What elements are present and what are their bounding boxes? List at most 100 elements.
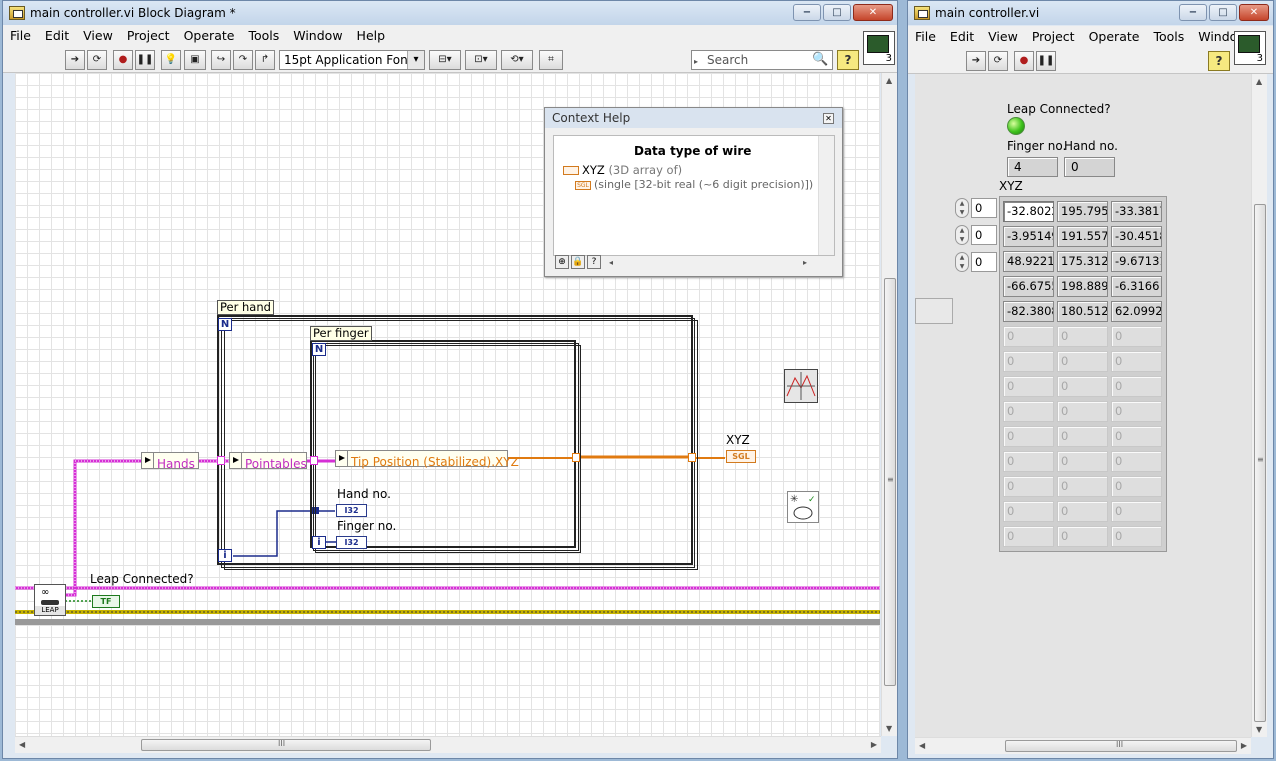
xyz-empty-cell: 0 — [1111, 351, 1162, 372]
scroll-up-icon[interactable]: ▲ — [1256, 77, 1263, 86]
menu-project[interactable]: Project — [126, 28, 170, 43]
detailed-help-icon[interactable]: ? — [587, 255, 601, 269]
vertical-scroll-thumb[interactable]: ≡ — [884, 278, 896, 686]
menu-file[interactable]: File — [915, 29, 936, 44]
per-finger-for-loop[interactable] — [310, 340, 576, 548]
highlight-execution-icon[interactable]: 💡 — [161, 50, 181, 70]
connector-pane-icon[interactable]: 3 — [1234, 31, 1266, 65]
step-over-icon[interactable]: ↷ — [233, 50, 253, 70]
maximize-button[interactable]: □ — [823, 4, 851, 21]
menu-file[interactable]: File — [10, 28, 31, 43]
maximize-button[interactable]: □ — [1209, 4, 1237, 21]
scroll-right-icon[interactable]: ▸ — [803, 258, 808, 267]
outer-output-tunnel[interactable] — [688, 453, 696, 462]
menu-operate[interactable]: Operate — [183, 28, 235, 43]
xyz-empty-cell: 0 — [1057, 476, 1108, 497]
xyz-index-page[interactable]: ▲▼0 — [955, 198, 997, 218]
finger-count-terminal[interactable]: N — [312, 343, 326, 356]
abort-icon[interactable]: ● — [1014, 51, 1034, 71]
menu-edit[interactable]: Edit — [44, 28, 70, 43]
hands-tunnel[interactable] — [217, 456, 225, 465]
diagram-canvas[interactable]: Per hand N i Per finger N i Hands Pointa… — [15, 73, 880, 736]
inner-output-tunnel[interactable] — [572, 453, 580, 462]
menu-tools[interactable]: Tools — [248, 28, 280, 43]
pause-icon[interactable]: ❚❚ — [1036, 51, 1056, 71]
distribute-objects-icon[interactable]: ⊡▾ — [465, 50, 497, 70]
scroll-left-icon[interactable]: ◀ — [919, 741, 926, 750]
vertical-scroll-thumb[interactable]: ≡ — [1254, 204, 1266, 722]
search-icon[interactable]: 🔍 — [812, 52, 829, 67]
diagram-horizontal-scrollbar[interactable]: ◀ III ▶ — [15, 736, 881, 753]
minimize-button[interactable]: − — [1179, 4, 1207, 21]
font-select[interactable]: 15pt Application Font — [279, 50, 425, 70]
run-continuously-icon[interactable]: ⟳ — [87, 50, 107, 70]
lock-help-icon[interactable]: 🔒 — [571, 255, 585, 269]
abort-icon[interactable]: ● — [113, 50, 133, 70]
step-into-icon[interactable]: ↪ — [211, 50, 231, 70]
step-out-icon[interactable]: ↱ — [255, 50, 275, 70]
menu-help[interactable]: Help — [356, 28, 386, 43]
hand-iteration-terminal[interactable]: i — [218, 549, 232, 562]
xyz-empty-cell: 0 — [1057, 526, 1108, 547]
xyz-indicator-terminal[interactable]: SGL — [726, 450, 756, 463]
menu-tools[interactable]: Tools — [1153, 29, 1185, 44]
close-button[interactable]: ✕ — [1239, 4, 1269, 21]
pointables-tunnel[interactable] — [310, 456, 318, 465]
retain-wire-values-icon[interactable]: ▣ — [184, 50, 206, 70]
scroll-left-icon[interactable]: ◀ — [19, 740, 26, 749]
hands-property-node[interactable]: Hands — [141, 452, 199, 471]
front-panel-vertical-scrollbar[interactable]: ▲ ≡ ▼ — [1251, 74, 1267, 737]
align-objects-icon[interactable]: ⊟▾ — [429, 50, 461, 70]
menu-view[interactable]: View — [988, 29, 1018, 44]
run-arrow-icon[interactable]: ➔ — [65, 50, 85, 70]
cleanup-diagram-icon[interactable]: ⌗ — [539, 50, 563, 70]
xyz-empty-cell: 0 — [1003, 401, 1054, 422]
xyz-empty-cell: 0 — [1057, 426, 1108, 447]
search-input[interactable]: Search — [691, 50, 833, 70]
menu-edit[interactable]: Edit — [949, 29, 975, 44]
leap-connected-indicator-terminal[interactable]: TF — [92, 595, 120, 608]
reorder-icon[interactable]: ⟲▾ — [501, 50, 533, 70]
toolbar: ➔ ⟳ ● ❚❚ 💡 ▣ ↪ ↷ ↱ 15pt Application Font… — [3, 46, 897, 73]
horizontal-scroll-thumb[interactable]: III — [141, 739, 431, 751]
tip-position-property-node[interactable]: Tip Position (Stabilized).XYZ — [335, 450, 519, 469]
menu-operate[interactable]: Operate — [1088, 29, 1140, 44]
front-panel-horizontal-scrollbar[interactable]: ◀ III ▶ — [915, 737, 1251, 754]
menu-project[interactable]: Project — [1031, 29, 1075, 44]
leap-subvi-icon[interactable]: ∞ LEAP — [34, 584, 66, 616]
horizontal-scroll-thumb[interactable]: III — [1005, 740, 1237, 752]
scroll-down-icon[interactable]: ▼ — [1256, 725, 1263, 734]
scroll-up-icon[interactable]: ▲ — [886, 76, 893, 85]
gesture-subvi-icon[interactable]: ✳✓ — [787, 491, 819, 523]
search-expand-icon[interactable]: ▸ — [694, 57, 699, 66]
context-help-scrollbar[interactable] — [818, 136, 834, 255]
graph-subvi-icon[interactable] — [784, 369, 818, 403]
scroll-left-icon[interactable]: ◂ — [609, 258, 614, 267]
run-continuously-icon[interactable]: ⟳ — [988, 51, 1008, 71]
per-hand-for-loop[interactable] — [217, 315, 693, 565]
hand-count-terminal[interactable]: N — [218, 318, 232, 331]
minimize-button[interactable]: − — [793, 4, 821, 21]
finger-iteration-terminal[interactable]: i — [312, 536, 326, 549]
scroll-down-icon[interactable]: ▼ — [886, 724, 893, 733]
scroll-right-icon[interactable]: ▶ — [870, 740, 877, 749]
hand-no-indicator-terminal[interactable]: I32 — [336, 504, 367, 517]
scroll-right-icon[interactable]: ▶ — [1240, 741, 1247, 750]
run-arrow-icon[interactable]: ➔ — [966, 51, 986, 71]
pause-icon[interactable]: ❚❚ — [135, 50, 155, 70]
diagram-vertical-scrollbar[interactable]: ▲ ≡ ▼ — [881, 73, 897, 736]
connector-pane-icon[interactable]: 3 — [863, 31, 895, 65]
finger-no-indicator-terminal[interactable]: I32 — [336, 536, 367, 549]
xyz-empty-cell: 0 — [1057, 376, 1108, 397]
context-help-close-icon[interactable]: ✕ — [823, 113, 834, 124]
context-help-button[interactable]: ? — [1208, 51, 1230, 71]
front-panel-canvas[interactable]: Leap Connected? Finger no. Hand no. 4 0 … — [915, 74, 1255, 737]
xyz-index-column[interactable]: ▲▼0 — [955, 252, 997, 272]
menu-window[interactable]: Window — [293, 28, 343, 43]
context-help-button[interactable]: ? — [837, 50, 859, 70]
menu-view[interactable]: View — [83, 28, 113, 43]
pointables-property-node[interactable]: Pointables — [229, 452, 307, 471]
close-button[interactable]: ✕ — [853, 4, 893, 21]
xyz-index-row[interactable]: ▲▼0 — [955, 225, 997, 245]
simple-help-icon[interactable]: ⊕ — [555, 255, 569, 269]
